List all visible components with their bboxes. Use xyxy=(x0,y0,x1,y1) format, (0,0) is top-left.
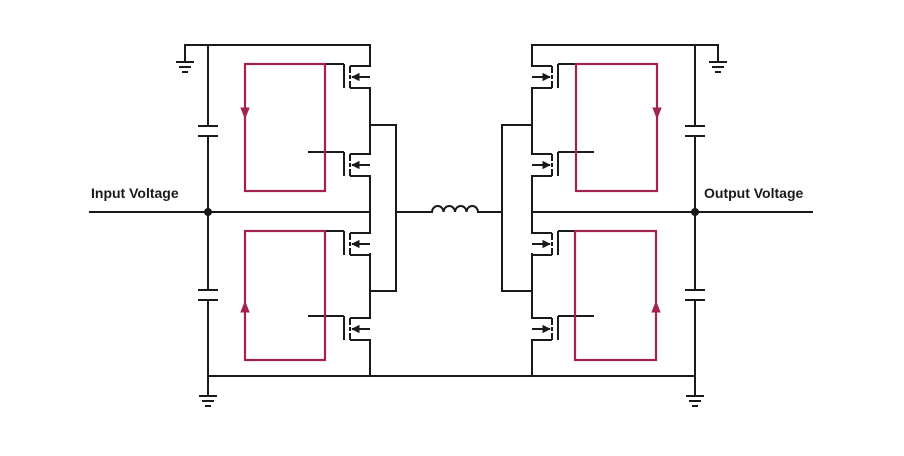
output-mosfet xyxy=(532,230,594,256)
current-loop-output-top xyxy=(574,62,662,193)
right-switch-node xyxy=(501,124,533,292)
output-mosfet xyxy=(532,63,594,89)
ground-symbol xyxy=(709,61,727,73)
right-top-frame xyxy=(531,44,719,63)
input-mosfet xyxy=(308,63,370,89)
input-mosfet xyxy=(308,151,370,177)
left-top-frame xyxy=(184,44,371,67)
output-capacitor-top xyxy=(685,125,705,137)
ground-symbol xyxy=(199,395,217,407)
output-voltage-label: Output Voltage xyxy=(704,185,804,201)
ground-symbol xyxy=(176,61,194,73)
input-mosfet xyxy=(308,230,370,256)
junction-dots xyxy=(204,208,699,216)
current-loop-input-top xyxy=(240,62,327,193)
output-capacitor-bottom xyxy=(685,289,705,301)
current-loop-output-bottom xyxy=(573,229,661,362)
current-loop-input-bottom xyxy=(240,229,327,362)
inductor xyxy=(431,205,479,213)
input-capacitor-top xyxy=(198,125,218,137)
input-voltage-label: Input Voltage xyxy=(91,185,179,201)
ground-symbol xyxy=(686,395,704,407)
left-switch-node xyxy=(369,124,397,292)
output-mosfet xyxy=(532,151,594,177)
input-mosfet xyxy=(308,315,370,341)
input-capacitor-bottom xyxy=(198,289,218,301)
output-mosfet xyxy=(532,315,594,341)
wiring xyxy=(89,44,813,397)
